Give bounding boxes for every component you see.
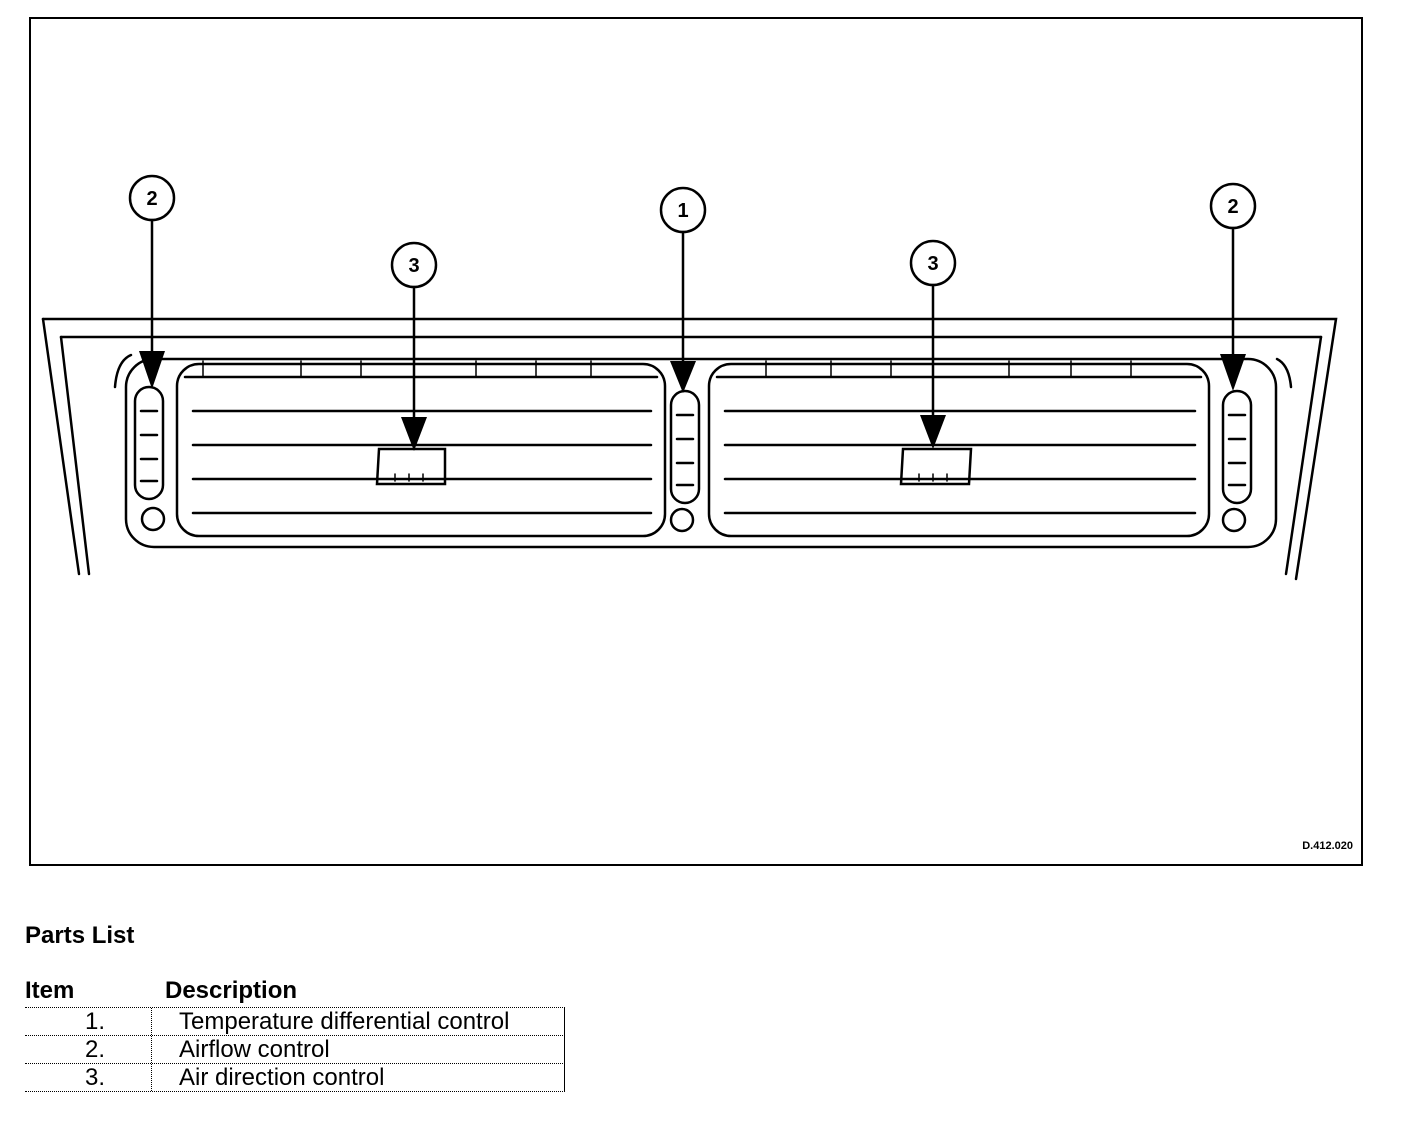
left-air-direction-tab (375, 447, 447, 486)
vent-illustration: 2 3 1 3 2 (41, 174, 1338, 581)
callout-number: 2 (146, 188, 157, 210)
vent-housing (124, 357, 1278, 549)
callout-number: 3 (408, 255, 419, 277)
dash-trim-inner-right (1284, 335, 1323, 576)
callout-number: 2 (1227, 196, 1238, 218)
item-header: Item (25, 977, 75, 1004)
left-grille (175, 362, 667, 538)
dash-trim-outer-left (41, 317, 81, 576)
item-number: 1. (84, 1008, 105, 1035)
right-airflow-thumbwheel (1221, 389, 1253, 505)
item-number: 3. (84, 1064, 105, 1091)
parts-list-header: Item Description (25, 977, 565, 1007)
parts-list-table: Item Description 1. Temperature differen… (25, 977, 565, 1092)
dash-trim-outer (41, 317, 1338, 581)
temperature-differential-thumbwheel (669, 389, 701, 505)
item-description: Airflow control (179, 1036, 330, 1063)
right-grille (707, 362, 1211, 538)
item-description: Temperature differential control (179, 1008, 510, 1035)
callout-number: 3 (927, 253, 938, 275)
callout-number: 1 (677, 200, 688, 222)
drawing-reference: D.412.020 (1302, 840, 1353, 852)
right-air-direction-tab (899, 447, 973, 486)
item-number: 2. (84, 1036, 105, 1063)
vent-diagram: 2 3 1 3 2 D.412.020 (29, 17, 1363, 866)
description-header: Description (165, 977, 298, 1004)
dash-trim-inner-left (59, 335, 91, 576)
parts-list-row: 3. Air direction control (25, 1064, 565, 1092)
parts-list-row: 2. Airflow control (25, 1036, 565, 1064)
parts-list-row: 1. Temperature differential control (25, 1008, 565, 1036)
left-airflow-thumbwheel (133, 385, 165, 501)
item-description: Air direction control (179, 1064, 385, 1091)
parts-list-title: Parts List (25, 922, 135, 949)
